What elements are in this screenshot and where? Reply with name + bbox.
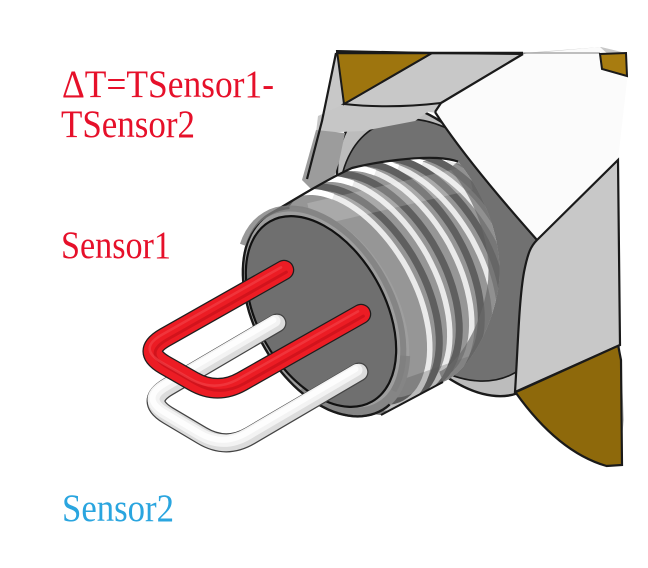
- svg-text:TSensor2: TSensor2: [61, 103, 195, 146]
- svg-text:ΔT=TSensor1-: ΔT=TSensor1-: [62, 63, 274, 106]
- svg-text:Sensor2: Sensor2: [62, 487, 174, 530]
- svg-text:Sensor1: Sensor1: [61, 224, 171, 267]
